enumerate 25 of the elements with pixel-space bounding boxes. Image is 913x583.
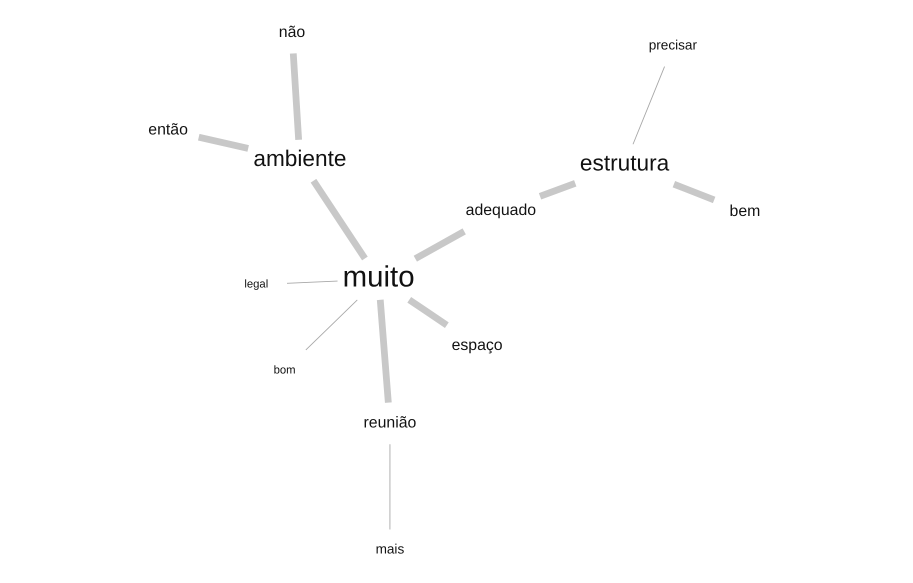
node-text: legal	[244, 278, 268, 290]
connector	[376, 300, 392, 403]
node-text: bom	[274, 364, 296, 376]
connector	[632, 66, 666, 145]
node-text: adequado	[466, 202, 536, 220]
connector	[310, 178, 368, 260]
node-text: ambiente	[253, 146, 346, 171]
connector	[538, 180, 576, 200]
node-text: precisar	[648, 38, 698, 53]
node-text: então	[148, 121, 188, 138]
connector	[407, 297, 449, 328]
node-text: muito	[342, 260, 415, 294]
connector	[286, 280, 338, 284]
node-text: não	[278, 24, 306, 42]
connector	[290, 53, 302, 140]
node-text: bem	[730, 203, 760, 220]
connector	[305, 299, 358, 350]
connector	[389, 444, 390, 530]
node-text: estrutura	[580, 150, 670, 176]
connector	[672, 181, 716, 204]
node-text: mais	[376, 541, 404, 556]
node-text: reunião	[364, 414, 416, 432]
connector	[414, 228, 466, 262]
node-text: espaço	[452, 336, 503, 354]
connector	[198, 134, 249, 152]
